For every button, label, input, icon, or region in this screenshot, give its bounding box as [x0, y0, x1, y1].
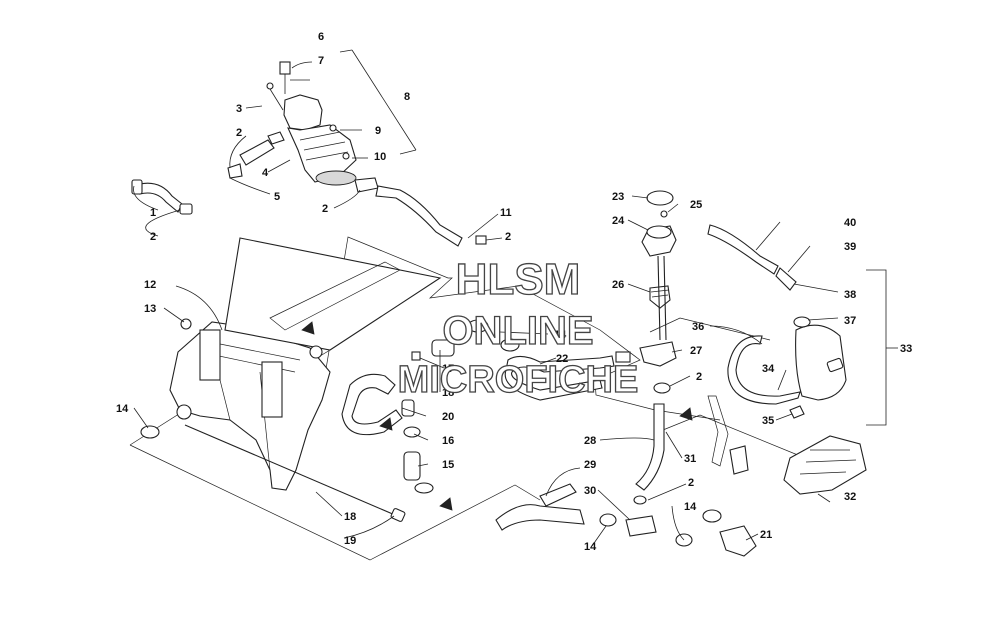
callout-2: 2: [236, 127, 242, 139]
callout-35: 35: [762, 415, 774, 427]
callout-7: 7: [318, 55, 324, 67]
callout-29: 29: [584, 459, 596, 471]
thermostat-housing-assembly: [227, 49, 417, 193]
callout-14: 14: [684, 501, 697, 513]
callout-24: 24: [612, 215, 625, 227]
bypass-hose: [131, 179, 193, 215]
callout-33: 33: [900, 343, 912, 355]
callout-39: 39: [844, 241, 856, 253]
callout-16: 16: [442, 435, 454, 447]
callout-38: 38: [844, 289, 856, 301]
callout-18: 18: [344, 511, 356, 523]
watermark-line-3: MICROFICHE: [398, 359, 639, 401]
watermark-line-1: HLSM: [456, 255, 581, 304]
callout-2: 2: [322, 203, 328, 215]
callout-23: 23: [612, 191, 624, 203]
callout-leaders: [133, 61, 839, 547]
callout-18: 18: [442, 387, 454, 399]
callout-22: 22: [556, 353, 568, 365]
callout-13: 13: [144, 303, 156, 315]
front-frame-radiator: [169, 237, 442, 522]
lower-hoses-left: [341, 339, 455, 494]
callout-2: 2: [150, 231, 156, 243]
callout-17: 17: [442, 363, 454, 375]
callout-30: 30: [584, 485, 596, 497]
callout-12: 12: [144, 279, 156, 291]
callout-26: 26: [612, 279, 624, 291]
callout-11: 11: [500, 207, 512, 219]
callout-6: 6: [318, 31, 324, 43]
callout-2: 2: [688, 477, 694, 489]
lower-hoses-right: [495, 403, 757, 557]
clamp-left: [140, 404, 192, 439]
filler-neck-assembly: [639, 190, 677, 394]
callout-20: 20: [442, 411, 454, 423]
callout-2: 2: [696, 371, 702, 383]
watermark: HLSM ONLINE MICROFICHE: [397, 254, 639, 401]
callout-34: 34: [762, 363, 775, 375]
mounting-plate: [707, 395, 867, 495]
callout-5: 5: [274, 191, 280, 203]
callout-8: 8: [404, 91, 410, 103]
callout-25: 25: [690, 199, 702, 211]
callout-9: 9: [375, 125, 381, 137]
callout-4: 4: [262, 167, 269, 179]
callout-15: 15: [442, 459, 454, 471]
callout-21: 21: [760, 529, 772, 541]
callout-31: 31: [684, 453, 696, 465]
flow-arrows: [301, 321, 693, 511]
callout-10: 10: [374, 151, 386, 163]
callout-27: 27: [690, 345, 702, 357]
callout-numbers: 6 7 8 3 9 2 10 4 5 2 1 2 11 2 23 25 24 4…: [116, 31, 912, 553]
callout-32: 32: [844, 491, 856, 503]
callout-36: 36: [692, 321, 704, 333]
coolant-overflow-tank: [707, 224, 898, 426]
callout-14: 14: [116, 403, 129, 415]
callout-19: 19: [344, 535, 356, 547]
callout-1: 1: [150, 207, 156, 219]
callout-37: 37: [844, 315, 856, 327]
callout-14: 14: [584, 541, 597, 553]
callout-3: 3: [236, 103, 242, 115]
watermark-line-2: ONLINE: [442, 309, 593, 353]
callout-14: 14: [554, 329, 567, 341]
callout-28: 28: [584, 435, 596, 447]
callout-2: 2: [505, 231, 511, 243]
coolant-hose-22: [467, 319, 631, 401]
callout-40: 40: [844, 217, 856, 229]
